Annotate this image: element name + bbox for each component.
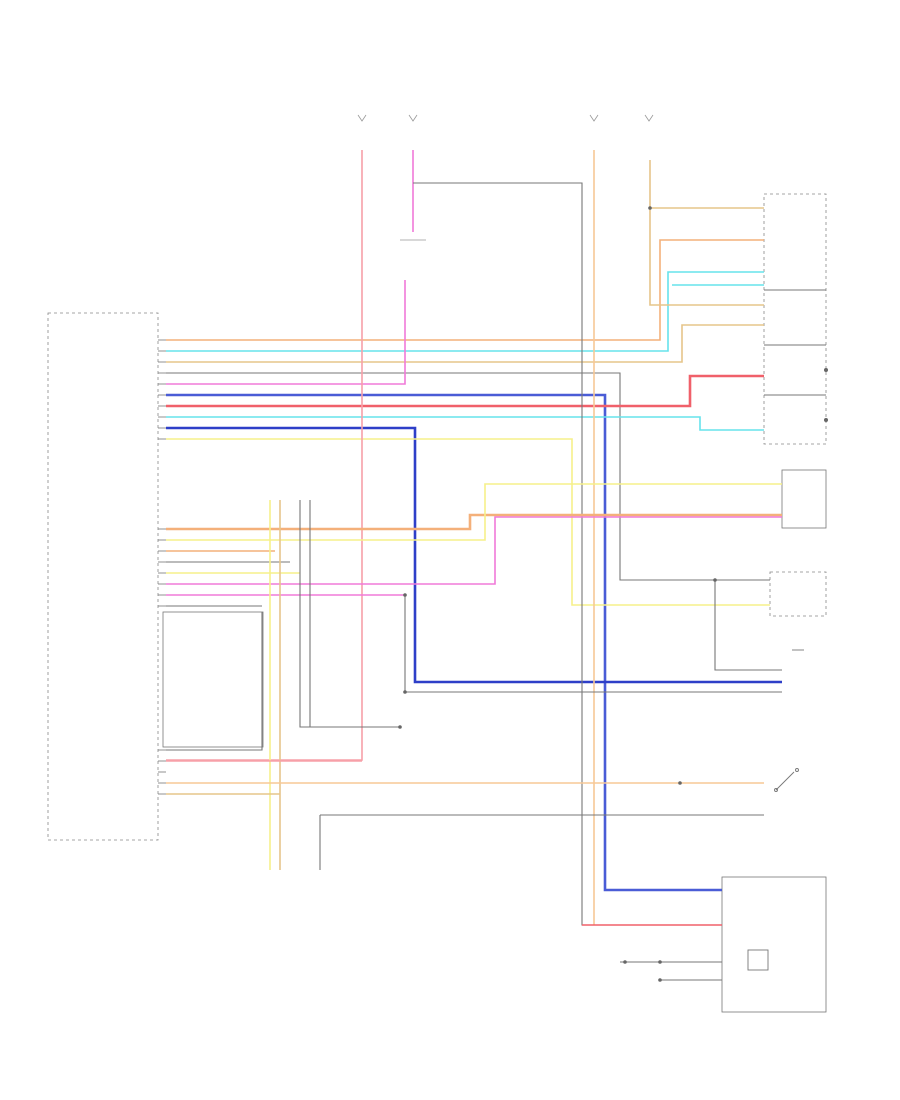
wire-gray-speed (714, 580, 782, 671)
transmission-box (763, 193, 827, 445)
sensor-box (781, 469, 827, 529)
wire-magenta-2 (166, 516, 782, 585)
wire-gray-vert (299, 500, 400, 728)
wire-magenta-1 (166, 280, 406, 385)
wire-gray-top (413, 182, 722, 926)
wire-red-1 (166, 374, 764, 408)
wire-tan-1 (166, 324, 764, 363)
wire-orange-2 (166, 513, 782, 531)
wire-gray-1 (166, 372, 770, 581)
engine-control-module-box (47, 312, 159, 841)
fuse-stubs (357, 114, 654, 241)
wire-pink-vertical (166, 150, 363, 761)
switch-symbol (747, 649, 804, 971)
wire-cyan-2 (166, 416, 764, 431)
speed-sensor-box (769, 571, 827, 617)
module-pin-ticks (158, 339, 166, 795)
splice-dots (398, 206, 828, 982)
inline-connector-box (162, 611, 264, 748)
wire-blue-1 (166, 393, 722, 892)
wire-yellow-1 (166, 438, 770, 606)
wire-darkblue-1 (166, 426, 782, 684)
wire-gray-4 (166, 612, 263, 751)
wire-tan-top (649, 160, 764, 209)
wire-tan-top2 (649, 208, 764, 306)
switch-box (721, 876, 827, 1013)
wire-orange-1 (166, 239, 764, 341)
wire-cyan-1 (166, 271, 764, 352)
wire-yellow-2 (166, 483, 782, 541)
